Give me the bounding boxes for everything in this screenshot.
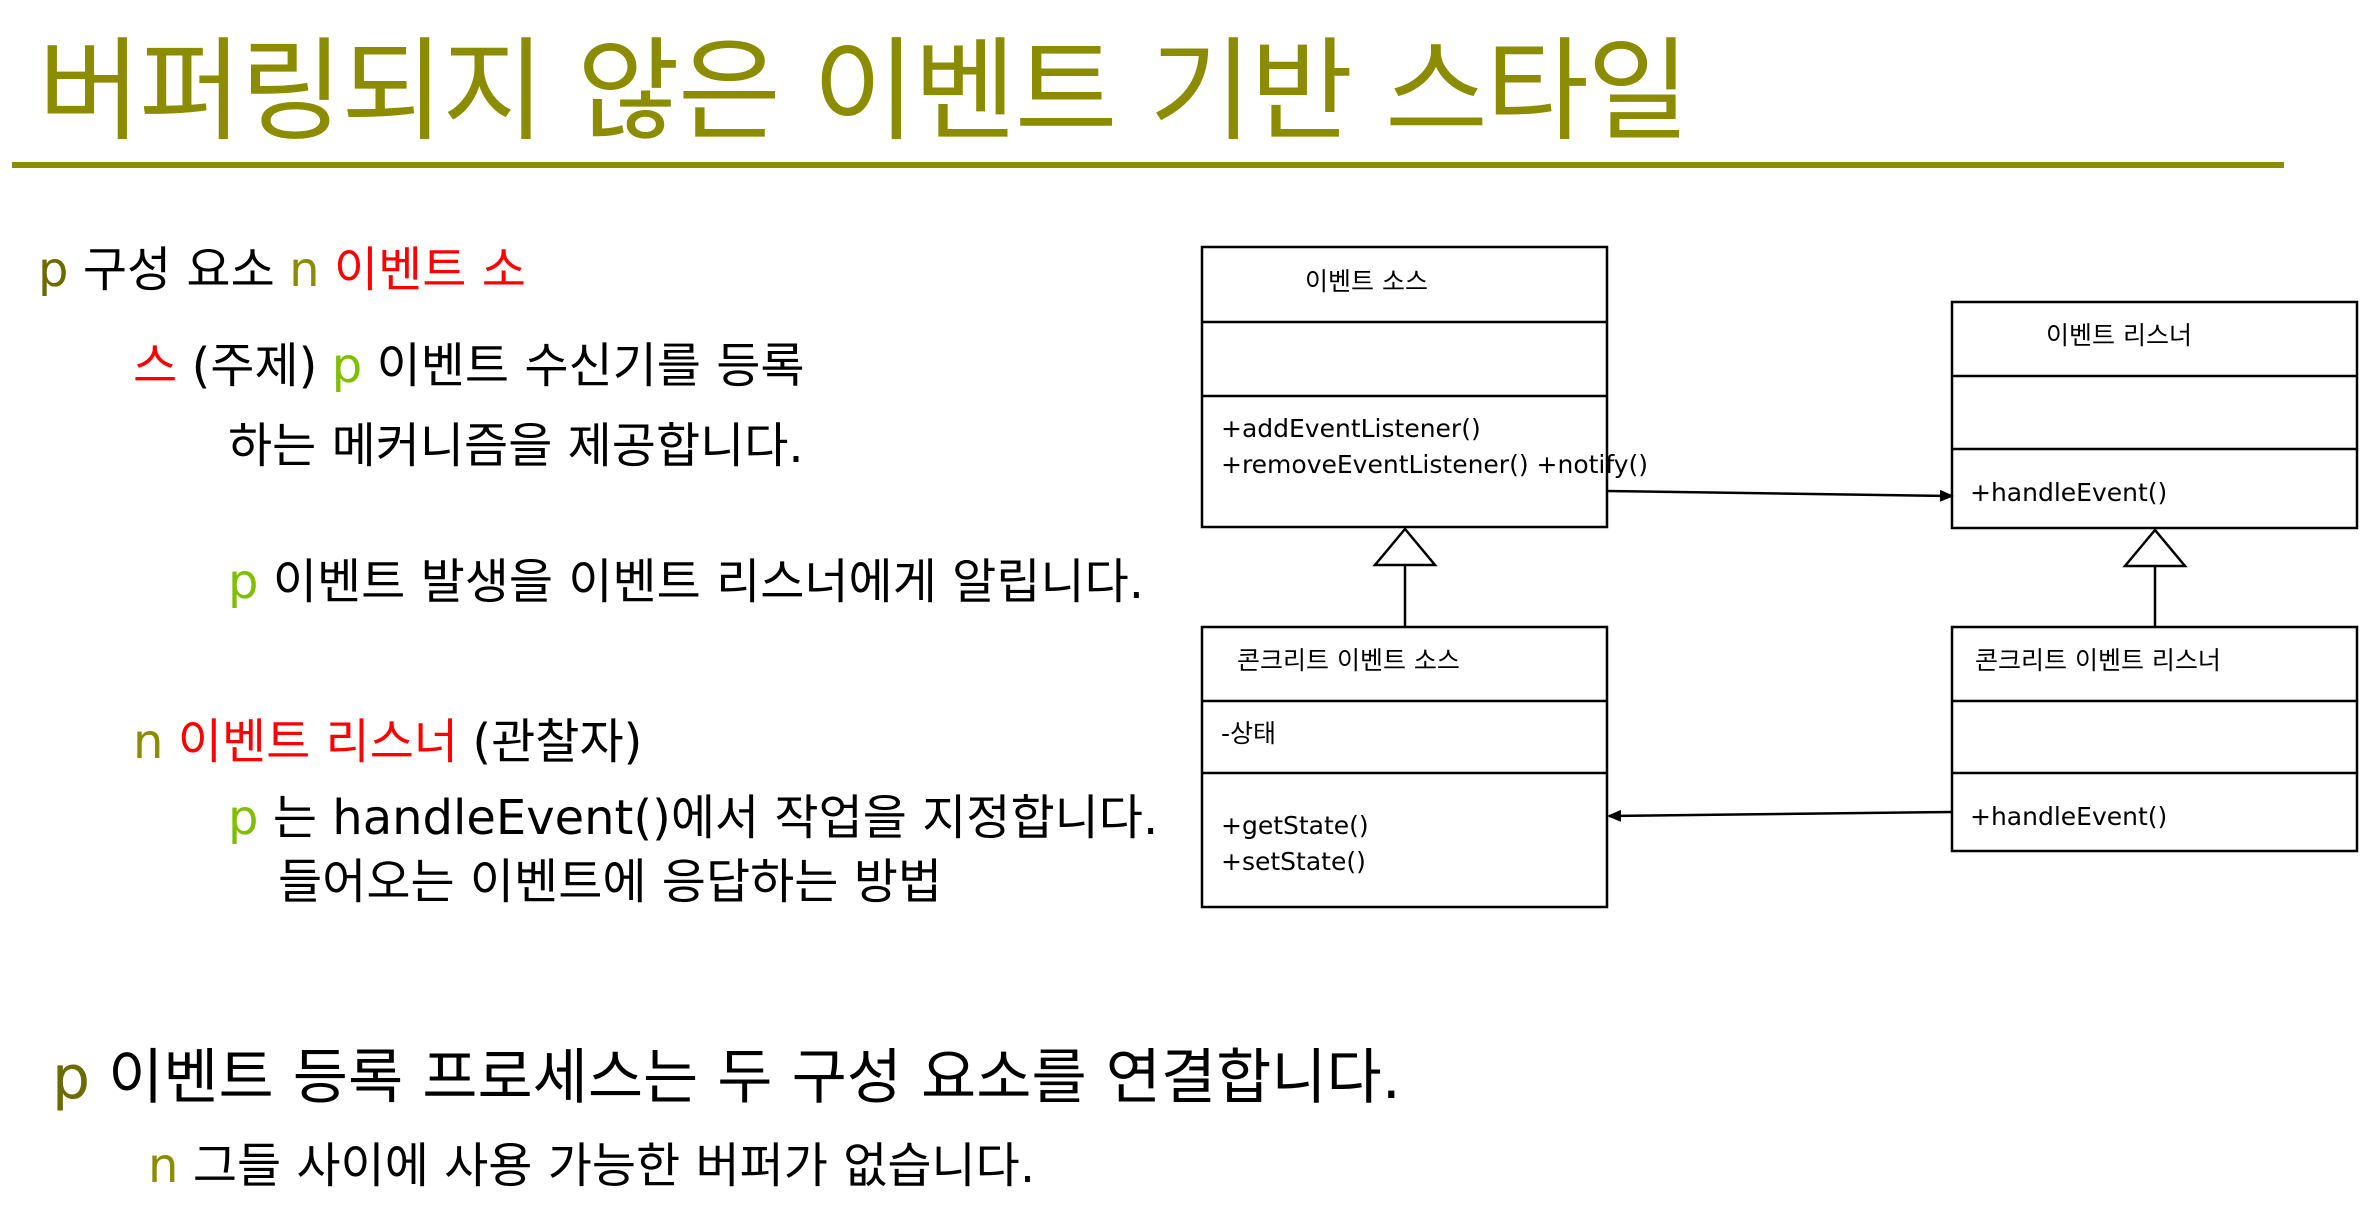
inheritance-arrow-listener xyxy=(2122,528,2188,627)
class-box xyxy=(1200,245,1609,529)
class-event-source: 이벤트 소스 +addEventListener() +removeEventL… xyxy=(1200,245,1648,529)
inheritance-triangle xyxy=(1372,527,1438,567)
attribute: -상태 xyxy=(1221,719,1276,748)
bullet-p: p xyxy=(331,338,363,394)
class-name: 콘크리트 이벤트 리스너 xyxy=(1975,646,2221,675)
method: +handleEvent() xyxy=(1970,478,2167,507)
bullet-n: n xyxy=(148,1138,179,1194)
left-line-7: 들어오는 이벤트에 응답하는 방법 xyxy=(278,854,943,910)
class-name: 이벤트 리스너 xyxy=(2046,321,2192,350)
text: 이벤트 발생을 이벤트 리스너에게 알립니다. xyxy=(272,554,1145,610)
bullet-n: n xyxy=(289,242,320,298)
title-underline xyxy=(12,162,2284,168)
class-concrete-event-listener: 콘크리트 이벤트 리스너 +handleEvent() xyxy=(1950,625,2359,853)
text: 는 handleEvent()에서 작업을 지정합니다. xyxy=(272,790,1159,846)
method: +handleEvent() xyxy=(1970,802,2167,831)
class-name: 콘크리트 이벤트 소스 xyxy=(1237,646,1460,675)
association-arrow-listener-to-source xyxy=(1607,809,1953,822)
inheritance-arrow-source xyxy=(1372,527,1438,627)
red-text: 이벤트 소 xyxy=(333,242,526,298)
association-arrow-source-to-listener xyxy=(1606,489,1954,502)
bullet-n: n xyxy=(133,714,164,770)
left-line-3: 하는 메커니즘을 제공합니다. xyxy=(228,418,804,474)
text: 그들 사이에 사용 가능한 버퍼가 없습니다. xyxy=(192,1138,1036,1194)
method: +removeEventListener() +notify() xyxy=(1221,450,1648,479)
text: 구성 요소 xyxy=(82,242,275,298)
method: +setState() xyxy=(1221,847,1366,876)
text: 이벤트 등록 프로세스는 두 구성 요소를 연결합니다. xyxy=(108,1043,1401,1113)
page-title: 버퍼링되지 않은 이벤트 기반 스타일 xyxy=(38,27,1690,157)
class-box xyxy=(1200,625,1609,909)
bullet-p: p xyxy=(52,1043,91,1113)
red-text: 이벤트 리스너 xyxy=(177,714,459,770)
class-event-listener: 이벤트 리스너 +handleEvent() xyxy=(1950,300,2359,530)
text: 이벤트 수신기를 등록 xyxy=(376,338,805,394)
red-text: 스 xyxy=(133,338,178,394)
text: (주제) xyxy=(191,338,318,394)
bullet-p: p xyxy=(228,554,259,610)
class-name: 이벤트 소스 xyxy=(1305,267,1428,296)
class-box xyxy=(1950,625,2359,853)
bullet-p: p xyxy=(228,790,259,846)
text: (관찰자) xyxy=(472,714,643,770)
method: +addEventListener() xyxy=(1221,414,1481,443)
inheritance-triangle xyxy=(2122,528,2188,568)
class-box xyxy=(1950,300,2359,530)
bullet-p: p xyxy=(38,242,69,298)
class-concrete-event-source: 콘크리트 이벤트 소스 -상태 +getState() +setState() xyxy=(1200,625,1609,909)
method: +getState() xyxy=(1221,811,1369,840)
